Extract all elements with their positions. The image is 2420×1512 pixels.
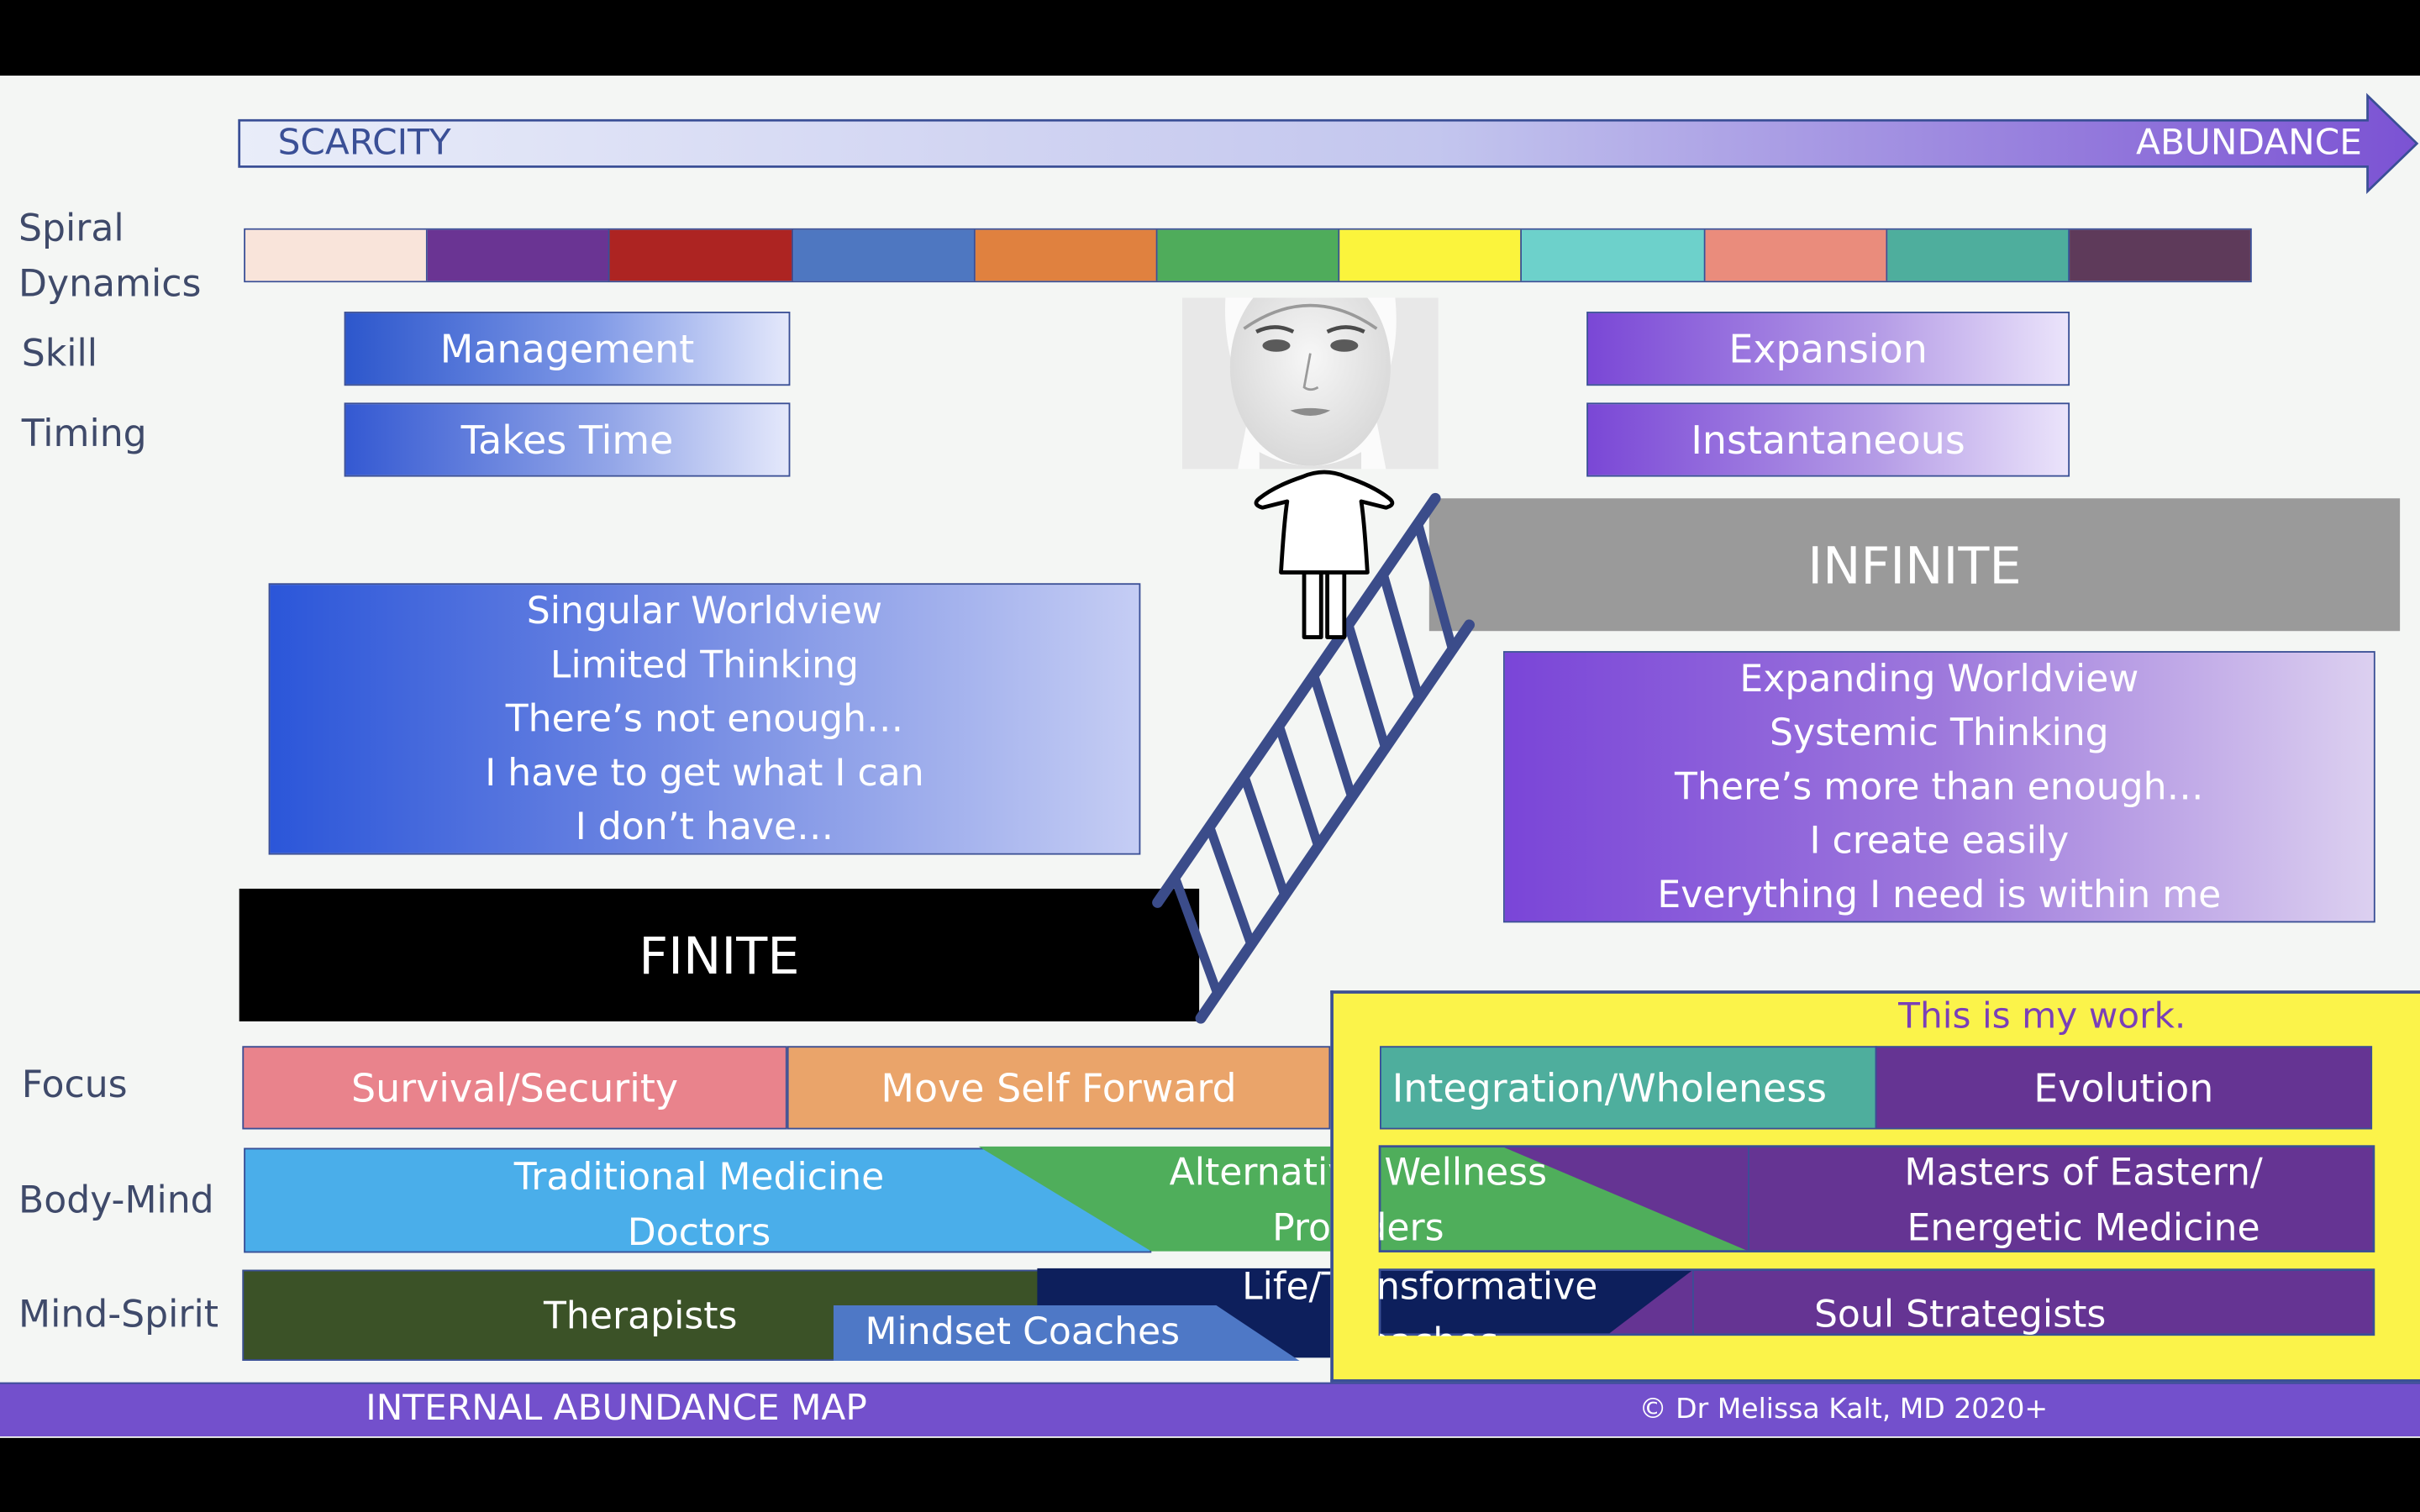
finite-line-1: Singular Worldview [526, 589, 883, 633]
timing-instantaneous-box: Instantaneous [1586, 402, 2070, 477]
ladder-rung [1205, 822, 1256, 949]
ladder-rung [1170, 872, 1223, 999]
ladder-rung [1344, 620, 1391, 753]
masters-eastern-label: Masters of Eastern/ Energetic Medicine [1904, 1151, 2263, 1250]
ladder-illustration [1152, 492, 1476, 1024]
integration-wholeness-label: Integration/Wholeness [1392, 1065, 1828, 1110]
finite-description-box: Singular Worldview Limited Thinking Ther… [268, 583, 1141, 855]
spiral-dynamics-bar [244, 228, 2252, 283]
finite-line-2: Limited Thinking [550, 643, 860, 687]
row-label-skill: Skill [21, 331, 97, 375]
mindset-coaches-label: Mindset Coaches [865, 1310, 1181, 1353]
body-mind-traditional-medicine: Traditional Medicine Doctors [244, 1147, 1152, 1254]
ladder-rail [1152, 492, 1441, 908]
row-label-timing: Timing [21, 412, 147, 455]
infinite-line-1: Expanding Worldview [1739, 657, 2139, 701]
row-label-body-mind: Body-Mind [18, 1179, 214, 1222]
finite-line-4: I have to get what I can [485, 751, 924, 795]
finite-block: FINITE [239, 888, 1200, 1021]
infinite-description-box: Expanding Worldview Systemic Thinking Th… [1502, 651, 2375, 923]
portrait-photo [1181, 297, 1439, 470]
row-label-mind-spirit: Mind-Spirit [18, 1293, 219, 1336]
spiral-segment [2069, 229, 2251, 281]
alternative-wellness-label-clip: Alternative Wellness Providers [1380, 1151, 1548, 1250]
finite-line-5: I don’t have… [575, 805, 834, 849]
alternative-wellness-label-overlay: Alternative Wellness Providers [1380, 1145, 1565, 1253]
spiral-segment [1522, 229, 1705, 281]
spiral-segment [1157, 229, 1340, 281]
ladder-rung [1274, 721, 1323, 851]
focus-move-self-forward: Move Self Forward [786, 1046, 1331, 1130]
focus-integration-wholeness: Integration/Wholeness [1380, 1046, 1877, 1130]
footer-copyright: © Dr Melissa Kalt, MD 2020+ [1639, 1393, 2049, 1426]
footer-title: INTERNAL ABUNDANCE MAP [366, 1389, 867, 1429]
spiral-segment [1704, 229, 1887, 281]
ladder-rail [1195, 619, 1476, 1024]
spiral-segment [975, 229, 1158, 281]
life-coaches-label-overlay: Life/Transformative Coaches [1380, 1259, 1627, 1336]
spiral-segment [428, 229, 611, 281]
traditional-medicine-label: Traditional Medicine Doctors [513, 1155, 885, 1255]
scarcity-label: SCARCITY [277, 123, 451, 164]
life-coaches-label-clip: Life/Transformative Coaches [1380, 1265, 1598, 1336]
focus-survival-security: Survival/Security [242, 1046, 787, 1130]
scarcity-abundance-arrow [238, 92, 2419, 195]
therapists-label: Therapists [543, 1294, 738, 1337]
row-label-spiral-dynamics: Spiral Dynamics [18, 207, 202, 306]
row-label-focus: Focus [21, 1063, 128, 1106]
body-mind-frame-overlay [1378, 1145, 2375, 1252]
my-work-label: This is my work. [1898, 996, 2186, 1037]
infinite-line-4: I create easily [1809, 819, 2070, 863]
skill-management-box: Management [344, 312, 791, 386]
spiral-segment [1339, 229, 1523, 281]
mind-spirit-frame-overlay [1378, 1268, 2375, 1336]
ladder-rung [1309, 670, 1357, 802]
spiral-segment [610, 229, 793, 281]
finite-line-3: There’s not enough… [505, 697, 904, 741]
ladder-rung [1378, 569, 1424, 704]
spiral-segment [1886, 229, 2070, 281]
focus-evolution: Evolution [1875, 1046, 2373, 1130]
infinite-line-3: There’s more than enough… [1675, 765, 2204, 809]
footer-bar [0, 1382, 2420, 1437]
infinite-line-2: Systemic Thinking [1770, 711, 2109, 755]
infinite-block: INFINITE [1428, 498, 2401, 632]
spiral-segment [792, 229, 976, 281]
mind-spirit-mindset-coaches-shape [833, 1305, 1300, 1362]
ladder-rung [1413, 518, 1458, 654]
soul-strategists-label: Soul Strategists [1813, 1293, 2107, 1336]
infinite-line-5: Everything I need is within me [1657, 873, 2222, 917]
spiral-segment [245, 229, 429, 281]
skill-expansion-box: Expansion [1586, 312, 2070, 386]
ladder-rung [1239, 771, 1290, 900]
person-icon [1254, 470, 1395, 639]
abundance-label: ABUNDANCE [2136, 123, 2362, 164]
timing-takes-time-box: Takes Time [344, 402, 791, 477]
